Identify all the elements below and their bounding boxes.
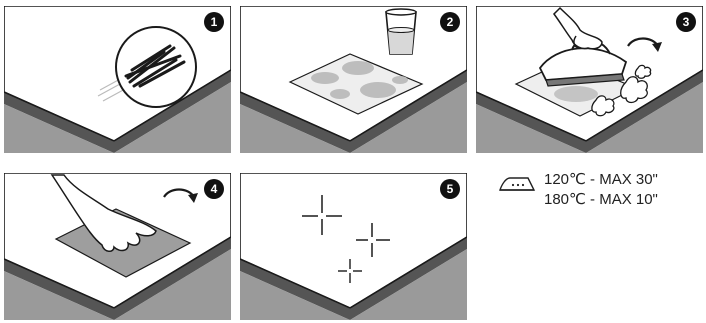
glass-icon: [385, 8, 417, 55]
board-illustration: [476, 6, 703, 153]
step-number-badge: 3: [676, 12, 696, 32]
board-illustration: [4, 173, 231, 320]
step-number-badge: 5: [440, 179, 460, 199]
sparkle-icon: [338, 259, 362, 283]
step-number-badge: 1: [204, 12, 224, 32]
legend-line-2: 180℃ - MAX 10": [544, 191, 658, 208]
magnifier-circle: [115, 26, 197, 108]
board-illustration: [240, 6, 467, 153]
mat: [288, 53, 424, 115]
sparkle-icon: [356, 223, 390, 257]
hand-illustration: [50, 174, 157, 252]
step-number-badge: 4: [204, 179, 224, 199]
step-panel-4: 4: [4, 173, 231, 320]
liquid-stains: [311, 61, 408, 99]
step-panel-1: 1: [4, 6, 231, 153]
iron-icon: [499, 177, 536, 191]
sparkle-icon: [302, 195, 342, 235]
scratch-marks: [124, 44, 186, 88]
step-panel-2: 2: [240, 6, 467, 153]
step-panel-3: 3: [476, 6, 703, 153]
legend-line-1: 120℃ - MAX 30": [544, 171, 658, 188]
steam-puffs: [591, 64, 652, 117]
board-illustration: [240, 173, 467, 320]
board-illustration: [4, 6, 231, 153]
step-number-badge: 2: [440, 12, 460, 32]
step-panel-5: 5: [240, 173, 467, 320]
iron-temperature-legend: 120℃ - MAX 30" 180℃ - MAX 10": [498, 168, 698, 218]
hand-illustration: [553, 6, 603, 50]
